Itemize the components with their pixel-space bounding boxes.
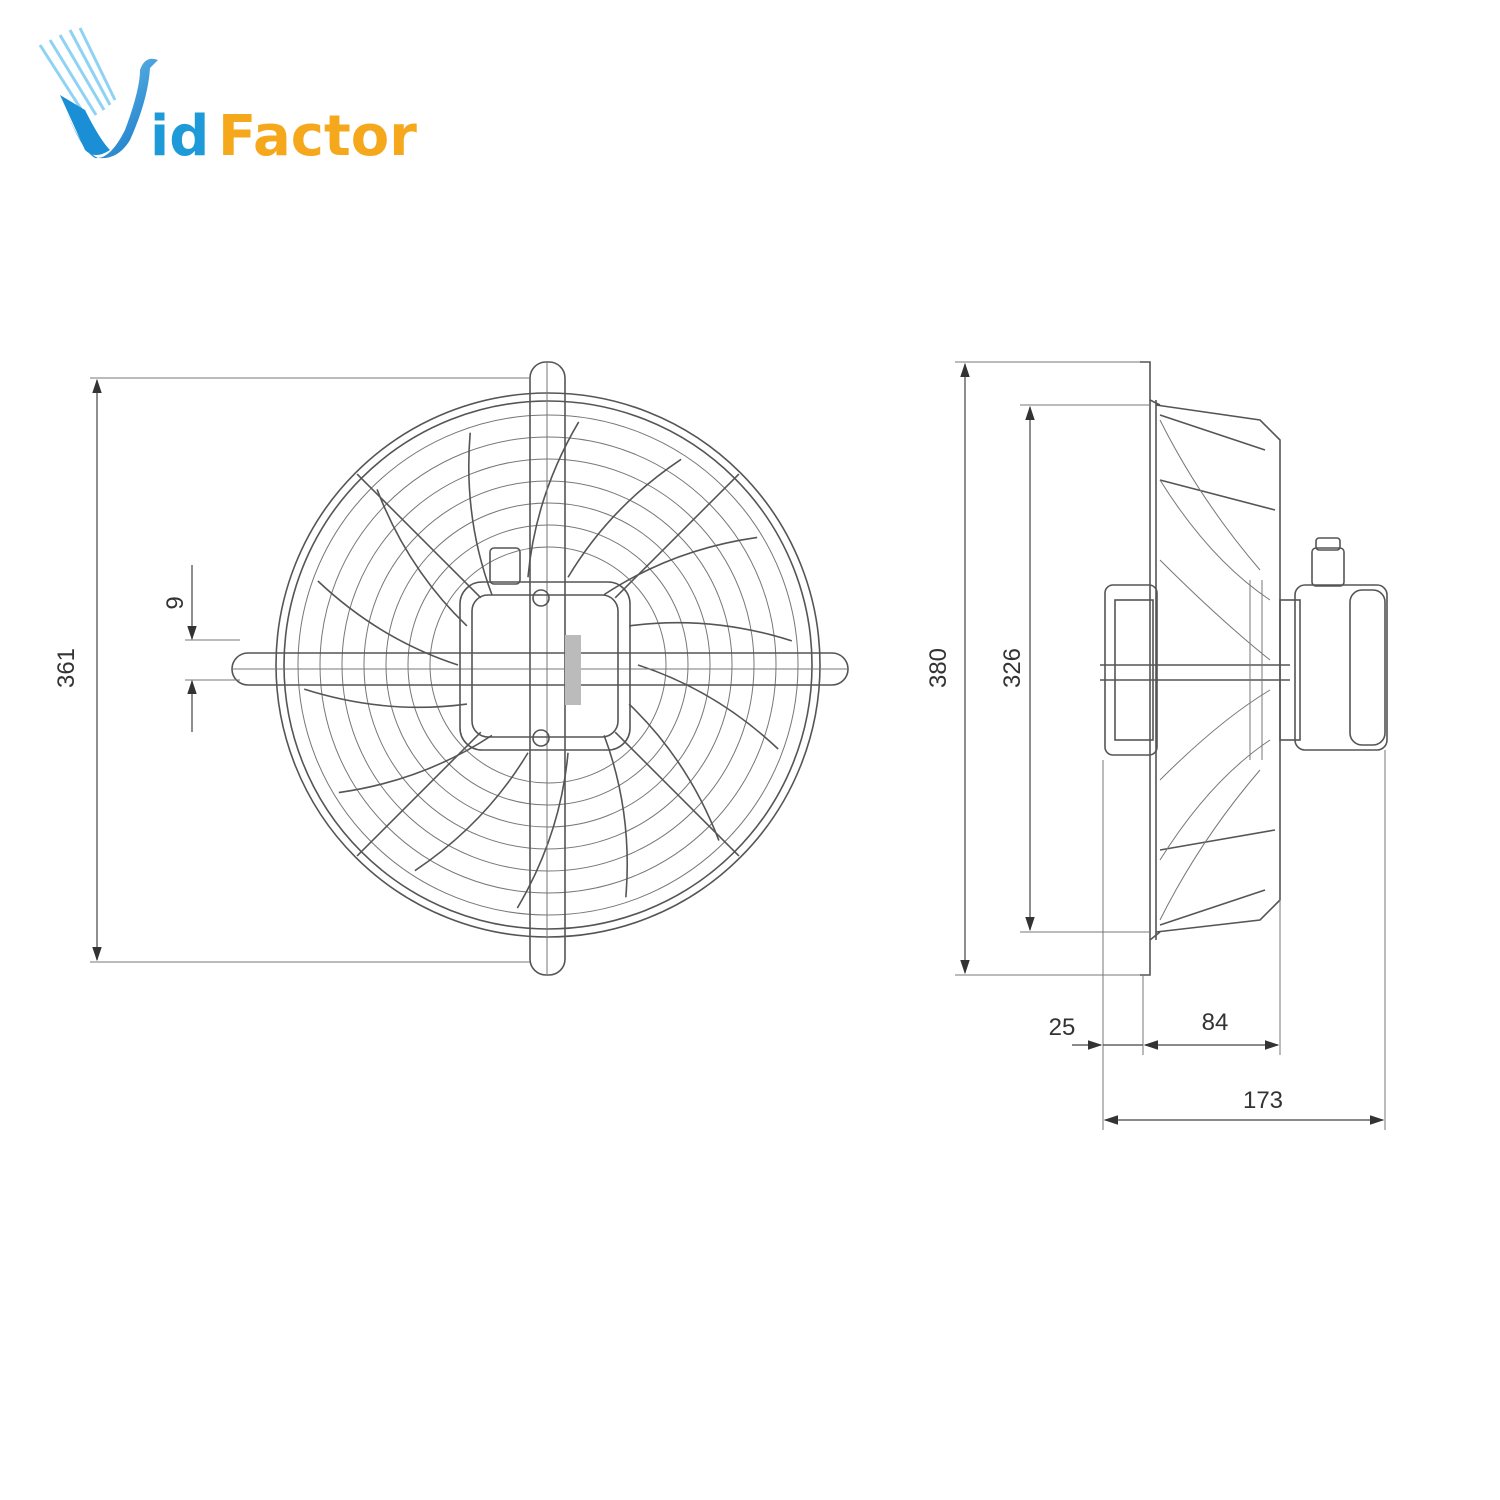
fan-blade (317, 580, 459, 666)
fan-blade (338, 734, 493, 794)
fan-blade (628, 703, 720, 841)
fan-blade (637, 664, 779, 750)
fan-blade (516, 752, 569, 909)
fan-blade (567, 458, 682, 578)
vidfactor-logo: id Factor (38, 27, 417, 169)
guard-outer-ring (275, 392, 821, 938)
dim-label-380: 380 (925, 648, 952, 688)
dim-label-326: 326 (999, 648, 1026, 688)
fan-side-view (1100, 361, 1388, 976)
dim-label-25: 25 (1049, 1014, 1076, 1041)
brand-label (565, 635, 581, 705)
cable-gland (489, 547, 521, 585)
dim-label-173: 173 (1243, 1087, 1283, 1114)
fan-blade (376, 489, 468, 627)
logo-text-id: id (150, 104, 209, 169)
fan-blade (527, 421, 580, 578)
dim-label-84: 84 (1202, 1009, 1229, 1036)
terminal-box (459, 581, 631, 751)
fan-blade (468, 432, 493, 595)
fan-front-view (231, 361, 849, 976)
logo-text-factor: Factor (218, 104, 417, 169)
fan-blade (414, 752, 529, 872)
fan-blade (603, 735, 628, 898)
dimension-lines (90, 361, 1386, 1130)
dim-label-9: 9 (162, 596, 189, 609)
bird-v-icon (38, 27, 158, 159)
dim-label-361: 361 (53, 648, 80, 688)
dimension-labels: 361 9 380 326 25 84 173 (53, 596, 1283, 1114)
fan-blade (303, 688, 468, 709)
fan-blade (628, 621, 793, 642)
